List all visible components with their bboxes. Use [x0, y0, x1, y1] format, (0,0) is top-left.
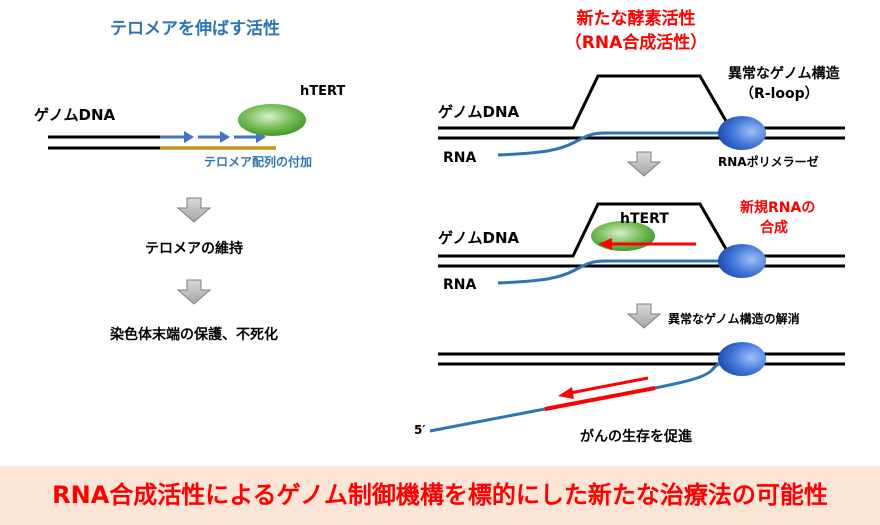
structure-label-line1: 異常なゲノム構造	[728, 65, 840, 82]
structure-label-line2: （R-loop）	[740, 86, 819, 102]
down-arrow-3	[626, 151, 662, 177]
five-prime-label: 5′	[414, 423, 426, 437]
outcome-label: がんの生存を促進	[580, 428, 692, 445]
new-rna-line1: 新規RNAの	[740, 199, 815, 216]
down-arrow-4	[626, 303, 662, 329]
right-title-line2: （RNA合成活性）	[565, 32, 707, 53]
p1-rna-polymerase	[718, 116, 766, 150]
p1-rna-label: RNA	[443, 150, 476, 166]
new-rna-line2: 合成	[760, 219, 788, 236]
left-step2: 染色体末端の保護、不死化	[110, 326, 278, 343]
p2-rna-polymerase	[718, 244, 766, 278]
htert-enzyme-left	[238, 104, 306, 136]
p2-rna-strand	[497, 259, 740, 285]
telomere-add-label: テロメア配列の付加	[204, 154, 312, 169]
resolve-label: 異常なゲノム構造の解消	[668, 311, 800, 326]
left-step1: テロメアの維持	[145, 240, 243, 257]
left-genome-label: ゲノムDNA	[34, 106, 116, 124]
conclusion-banner-text: RNA合成活性によるゲノム制御機構を標的にした新たな治療法の可能性	[52, 481, 828, 509]
p2-genome-label: ゲノムDNA	[438, 229, 520, 247]
new-rna-synthesis-arrow	[598, 238, 696, 250]
p3-new-rna-arrow	[558, 376, 649, 399]
down-arrow-1	[176, 197, 212, 223]
left-htert-label: hTERT	[300, 84, 345, 99]
polymerase-label: RNAポリメラーゼ	[718, 154, 819, 169]
p3-rna-polymerase	[718, 342, 766, 376]
telomere-repeat-arrows	[160, 131, 266, 143]
left-title: テロメアを伸ばす活性	[110, 18, 280, 39]
conclusion-banner	[0, 466, 880, 525]
right-title-line1: 新たな酵素活性	[577, 8, 696, 29]
p3-rna-strand	[429, 357, 741, 433]
p1-genome-label: ゲノムDNA	[438, 103, 520, 121]
p2-htert-label: hTERT	[620, 211, 669, 227]
down-arrow-2	[176, 279, 212, 305]
p2-rna-label: RNA	[443, 277, 476, 293]
p3-new-rna-segment	[544, 386, 656, 411]
p1-rna-strand	[497, 131, 740, 157]
